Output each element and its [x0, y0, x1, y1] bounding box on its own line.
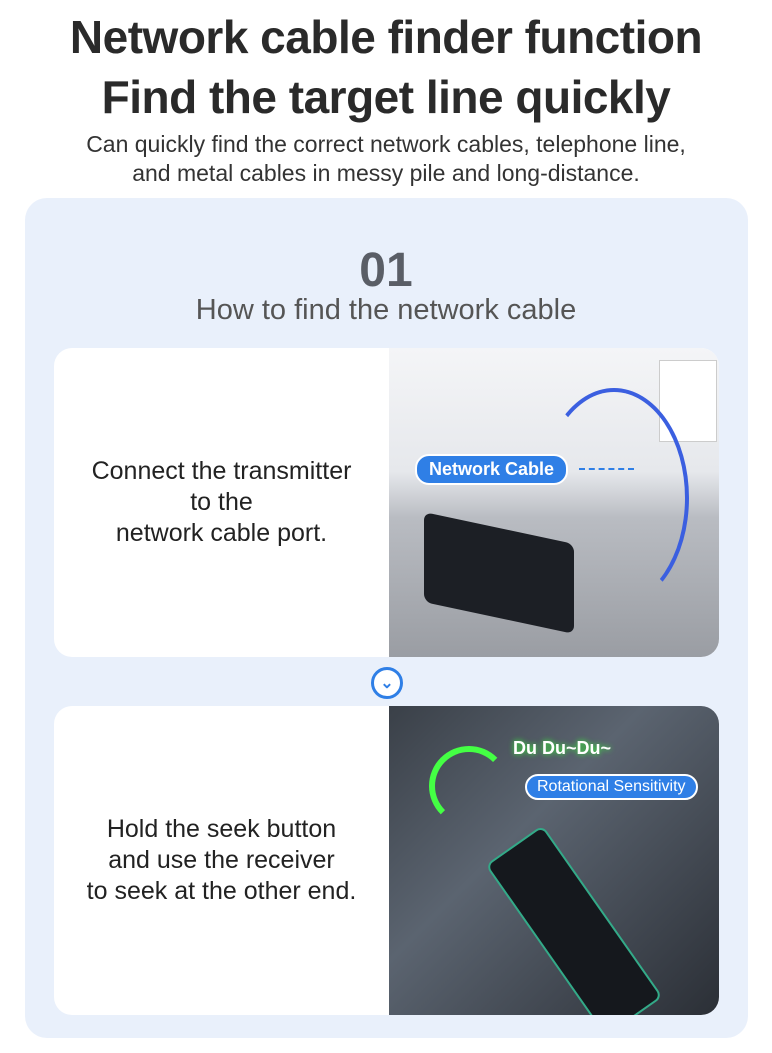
step-line: Connect the transmitter — [91, 457, 352, 485]
dashed-leader — [579, 468, 634, 470]
cable-illustration — [539, 388, 689, 608]
step-2-text: Hold the seek button and use the receiver… — [54, 706, 389, 1015]
chevron-down-icon: ⌄ — [371, 667, 403, 699]
signal-waves-icon — [429, 746, 509, 826]
sound-label: Du Du~Du~ — [513, 738, 612, 758]
step-line: and use the receiver — [108, 846, 335, 874]
subtitle-line1: Can quickly find the correct network cab… — [86, 131, 686, 157]
headline-line2: Find the target line quickly — [101, 71, 671, 123]
step-card-1: Connect the transmitter to the network cab… — [54, 348, 719, 657]
transmitter-photo: Network Cable — [389, 348, 719, 657]
rotational-sensitivity-label: Rotational Sensitivity — [525, 774, 698, 800]
step-line: to the — [190, 488, 253, 516]
receiver-device — [485, 824, 663, 1015]
section-title: How to find the network cable — [195, 294, 577, 326]
subtitle: Can quickly find the correct network cab… — [0, 130, 772, 188]
headline-line1: Network cable finder function — [69, 11, 703, 63]
step-1-text: Connect the transmitter to the network cab… — [54, 348, 389, 657]
step-line: to seek at the other end. — [86, 877, 357, 905]
network-cable-label: Network Cable — [415, 454, 569, 485]
subtitle-line2: and metal cables in messy pile and long-… — [132, 160, 640, 186]
step-card-2: Hold the seek button and use the receiver… — [54, 706, 719, 1015]
step-line: Hold the seek button — [106, 815, 337, 843]
step-line: network cable port. — [115, 519, 328, 547]
receiver-photo: Du Du~Du~ Rotational Sensitivity — [389, 706, 719, 1015]
section-number: 01 — [359, 244, 413, 297]
